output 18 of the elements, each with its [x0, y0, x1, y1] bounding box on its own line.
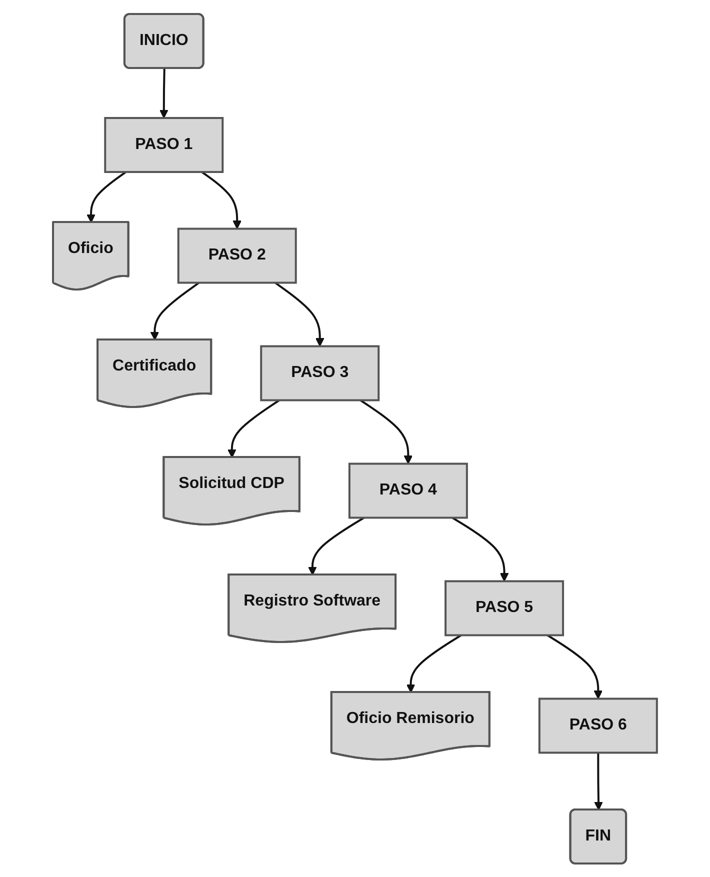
node-box: PASO 4 [348, 462, 468, 518]
arrow [150, 282, 200, 340]
arrow [594, 752, 603, 810]
arrow [201, 170, 242, 229]
arrow [228, 399, 280, 458]
arrow [406, 634, 462, 693]
node-box: PASO 5 [444, 580, 564, 636]
arrow [86, 170, 126, 223]
arrow [160, 68, 168, 118]
node-box: PASO 1 [104, 116, 224, 173]
arrow [360, 399, 413, 464]
arrow [308, 516, 365, 576]
node-box: PASO 2 [177, 228, 297, 284]
arrow [274, 282, 324, 346]
node-box: PASO 6 [538, 698, 658, 754]
arrow [546, 634, 603, 699]
node-box: PASO 3 [260, 345, 380, 401]
arrow [452, 516, 509, 582]
